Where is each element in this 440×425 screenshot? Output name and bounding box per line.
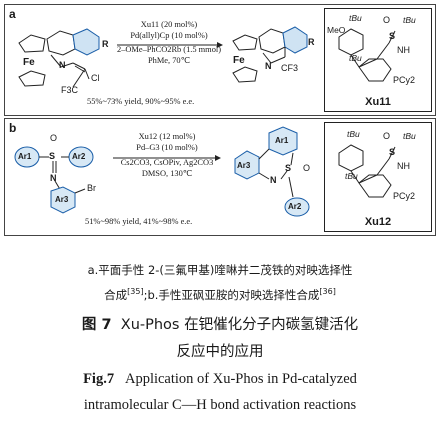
- condition-a-1: Xu11 (20 mol%): [140, 20, 198, 29]
- xu11-tbu-1: tBu: [349, 13, 362, 23]
- ligand-xu11-box: MeO tBu tBu S O tBu NH PCy2 Xu11: [324, 8, 432, 112]
- xu12-nh: NH: [397, 161, 410, 171]
- caption-ref-35[interactable]: [35]: [127, 287, 144, 297]
- xu11-tbu-3: tBu: [403, 15, 416, 25]
- figure-label-en: Fig.7: [83, 371, 115, 387]
- condition-a-4: PhMe, 70℃: [148, 56, 190, 65]
- caption-cn-line-2: 合成[35];b.手性亚砜亚胺的对映选择性合成[36]: [0, 287, 440, 303]
- conditions-a: Xu11 (20 mol%) Pd(allyl)Cp (10 mol%) 2–O…: [115, 19, 223, 66]
- reactant-b-ar3: Ar3: [55, 195, 69, 204]
- ligand-xu11-structure: [338, 28, 396, 82]
- xu12-tbu-1: tBu: [347, 129, 360, 139]
- figure-title-en-text-2: intramolecular C—H bond activation react…: [83, 397, 357, 413]
- reactant-b-ar2: Ar2: [72, 152, 86, 161]
- caption-cn-line-1: a.平面手性 2-(三氟甲基)喹啉并二茂铁的对映选择性: [0, 262, 440, 278]
- ligand-xu12-structure: [338, 144, 396, 198]
- product-b-s: S: [285, 163, 292, 173]
- figure-title-cn-text-2: 反应中的应用: [176, 344, 264, 360]
- figure-title-cn-line-1: 图 7 Xu-Phos 在钯催化分子内碳氢键活化: [0, 313, 440, 334]
- scheme-panel-a: a Fe N R Cl F3C Xu11 (20 mol%) Pd(allyl)…: [4, 4, 436, 116]
- product-a-fe: Fe: [233, 55, 245, 66]
- reactant-b-br: Br: [87, 183, 96, 193]
- product-b-n: N: [270, 175, 277, 185]
- product-b-ar3: Ar3: [237, 161, 251, 170]
- xu11-meo: MeO: [327, 25, 346, 35]
- reactant-b-s: S: [49, 151, 56, 161]
- xu11-s: S: [389, 31, 396, 41]
- condition-b-1: Xu12 (12 mol%): [138, 132, 196, 141]
- caption-cn-line-2-a: 合成: [104, 288, 128, 302]
- product-a-cf3: CF3: [281, 63, 299, 73]
- figure-title-en-line-2: intramolecular C—H bond activation react…: [0, 397, 440, 414]
- figure-title-en-text-1: Application of Xu-Phos in Pd-catalyzed: [124, 371, 357, 387]
- result-a: 55%~73% yield, 90%~95% e.e.: [87, 97, 195, 106]
- panel-a-label: a: [9, 7, 16, 21]
- xu12-tbu-2: tBu: [345, 171, 358, 181]
- xu12-o: O: [383, 131, 391, 141]
- ligand-xu12-box: tBu tBu S O tBu NH PCy2 Xu12: [324, 122, 432, 232]
- figure-title-en-line-1: Fig.7 Application of Xu-Phos in Pd-catal…: [0, 371, 440, 388]
- condition-a-2: Pd(allyl)Cp (10 mol%): [130, 31, 208, 40]
- reactant-a-cl: Cl: [91, 73, 100, 83]
- reactant-a-r: R: [102, 39, 109, 49]
- reactant-b-structure: [14, 146, 94, 214]
- xu11-pcy2: PCy2: [393, 75, 416, 85]
- condition-b-4: DMSO, 130℃: [141, 169, 193, 178]
- xu11-tbu-2: tBu: [349, 53, 362, 63]
- product-b-ar2: Ar2: [288, 202, 302, 211]
- caption-ref-36[interactable]: [36]: [319, 287, 336, 297]
- product-a-n: N: [265, 61, 272, 71]
- conditions-b: Xu12 (12 mol%) Pd–G3 (10 mol%) Cs2CO3, C…: [109, 131, 225, 179]
- xu11-o: O: [383, 15, 391, 25]
- ligand-xu12-name: Xu12: [364, 216, 392, 228]
- reactant-b-n: N: [50, 173, 57, 183]
- product-b-structure: [234, 126, 310, 217]
- caption-cn-line-2-b: ;b.手性亚砜亚胺的对映选择性合成: [143, 288, 320, 302]
- reactant-a-n: N: [59, 60, 66, 70]
- caption-cn-line-1-text: a.平面手性 2-(三氟甲基)喹啉并二茂铁的对映选择性: [87, 263, 353, 277]
- condition-a-3: 2–OMe–PhCO2Rb (1.5 mmol): [117, 45, 221, 54]
- reactant-b-o: O: [50, 133, 58, 143]
- condition-b-3: Cs2CO3, CsOPiv, Ag2CO3: [120, 158, 214, 167]
- reactant-a-structure: [18, 28, 100, 88]
- product-b-ar1: Ar1: [275, 136, 289, 145]
- figure-title-cn-text-1: Xu-Phos 在钯催化分子内碳氢键活化: [120, 317, 359, 333]
- xu11-nh: NH: [397, 45, 410, 55]
- figure-label-cn: 图 7: [81, 317, 112, 333]
- scheme-panel-b: b S O N Ar1 Ar2 Ar3 Br Xu12 (12 mol%) Pd…: [4, 118, 436, 236]
- reactant-a-fe: Fe: [23, 57, 35, 68]
- ligand-xu11-name: Xu11: [365, 96, 391, 108]
- product-a-r: R: [308, 37, 315, 47]
- xu12-s: S: [389, 147, 396, 157]
- result-b: 51%~98% yield, 41%~98% e.e.: [85, 217, 193, 226]
- panel-b-label: b: [9, 121, 17, 135]
- product-a-structure: [232, 26, 308, 83]
- reaction-arrow-a: [117, 42, 223, 48]
- condition-b-2: Pd–G3 (10 mol%): [136, 143, 198, 152]
- xu12-tbu-3: tBu: [403, 131, 416, 141]
- figure-title-cn-line-2: 反应中的应用: [0, 340, 440, 361]
- reaction-arrow-b: [113, 155, 221, 161]
- reactant-a-cf3: F3C: [61, 85, 79, 95]
- reactant-b-ar1: Ar1: [18, 152, 32, 161]
- xu12-pcy2: PCy2: [393, 191, 416, 201]
- product-b-o: O: [303, 163, 311, 173]
